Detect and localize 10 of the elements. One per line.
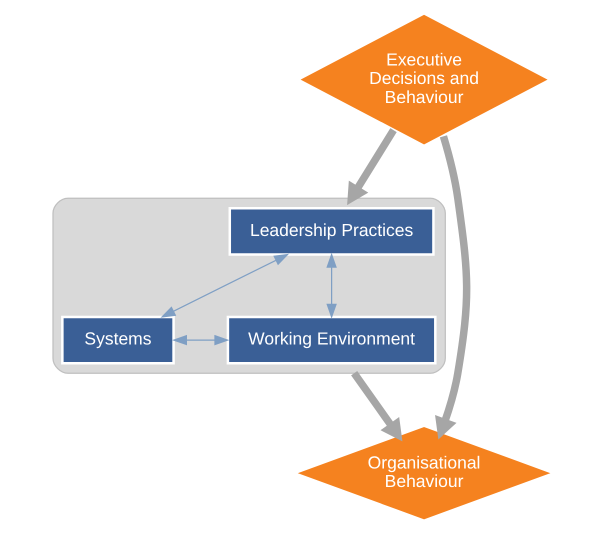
arrow xyxy=(160,254,289,318)
node-box: Systems xyxy=(60,316,174,364)
arrow xyxy=(350,371,402,442)
cluster xyxy=(52,198,446,374)
arrow xyxy=(171,334,229,346)
arrow xyxy=(346,128,396,206)
node-box: Working Environment xyxy=(226,316,436,364)
arrow xyxy=(326,252,336,319)
node-box: Leadership Practices xyxy=(228,207,434,256)
arrow xyxy=(434,135,470,440)
